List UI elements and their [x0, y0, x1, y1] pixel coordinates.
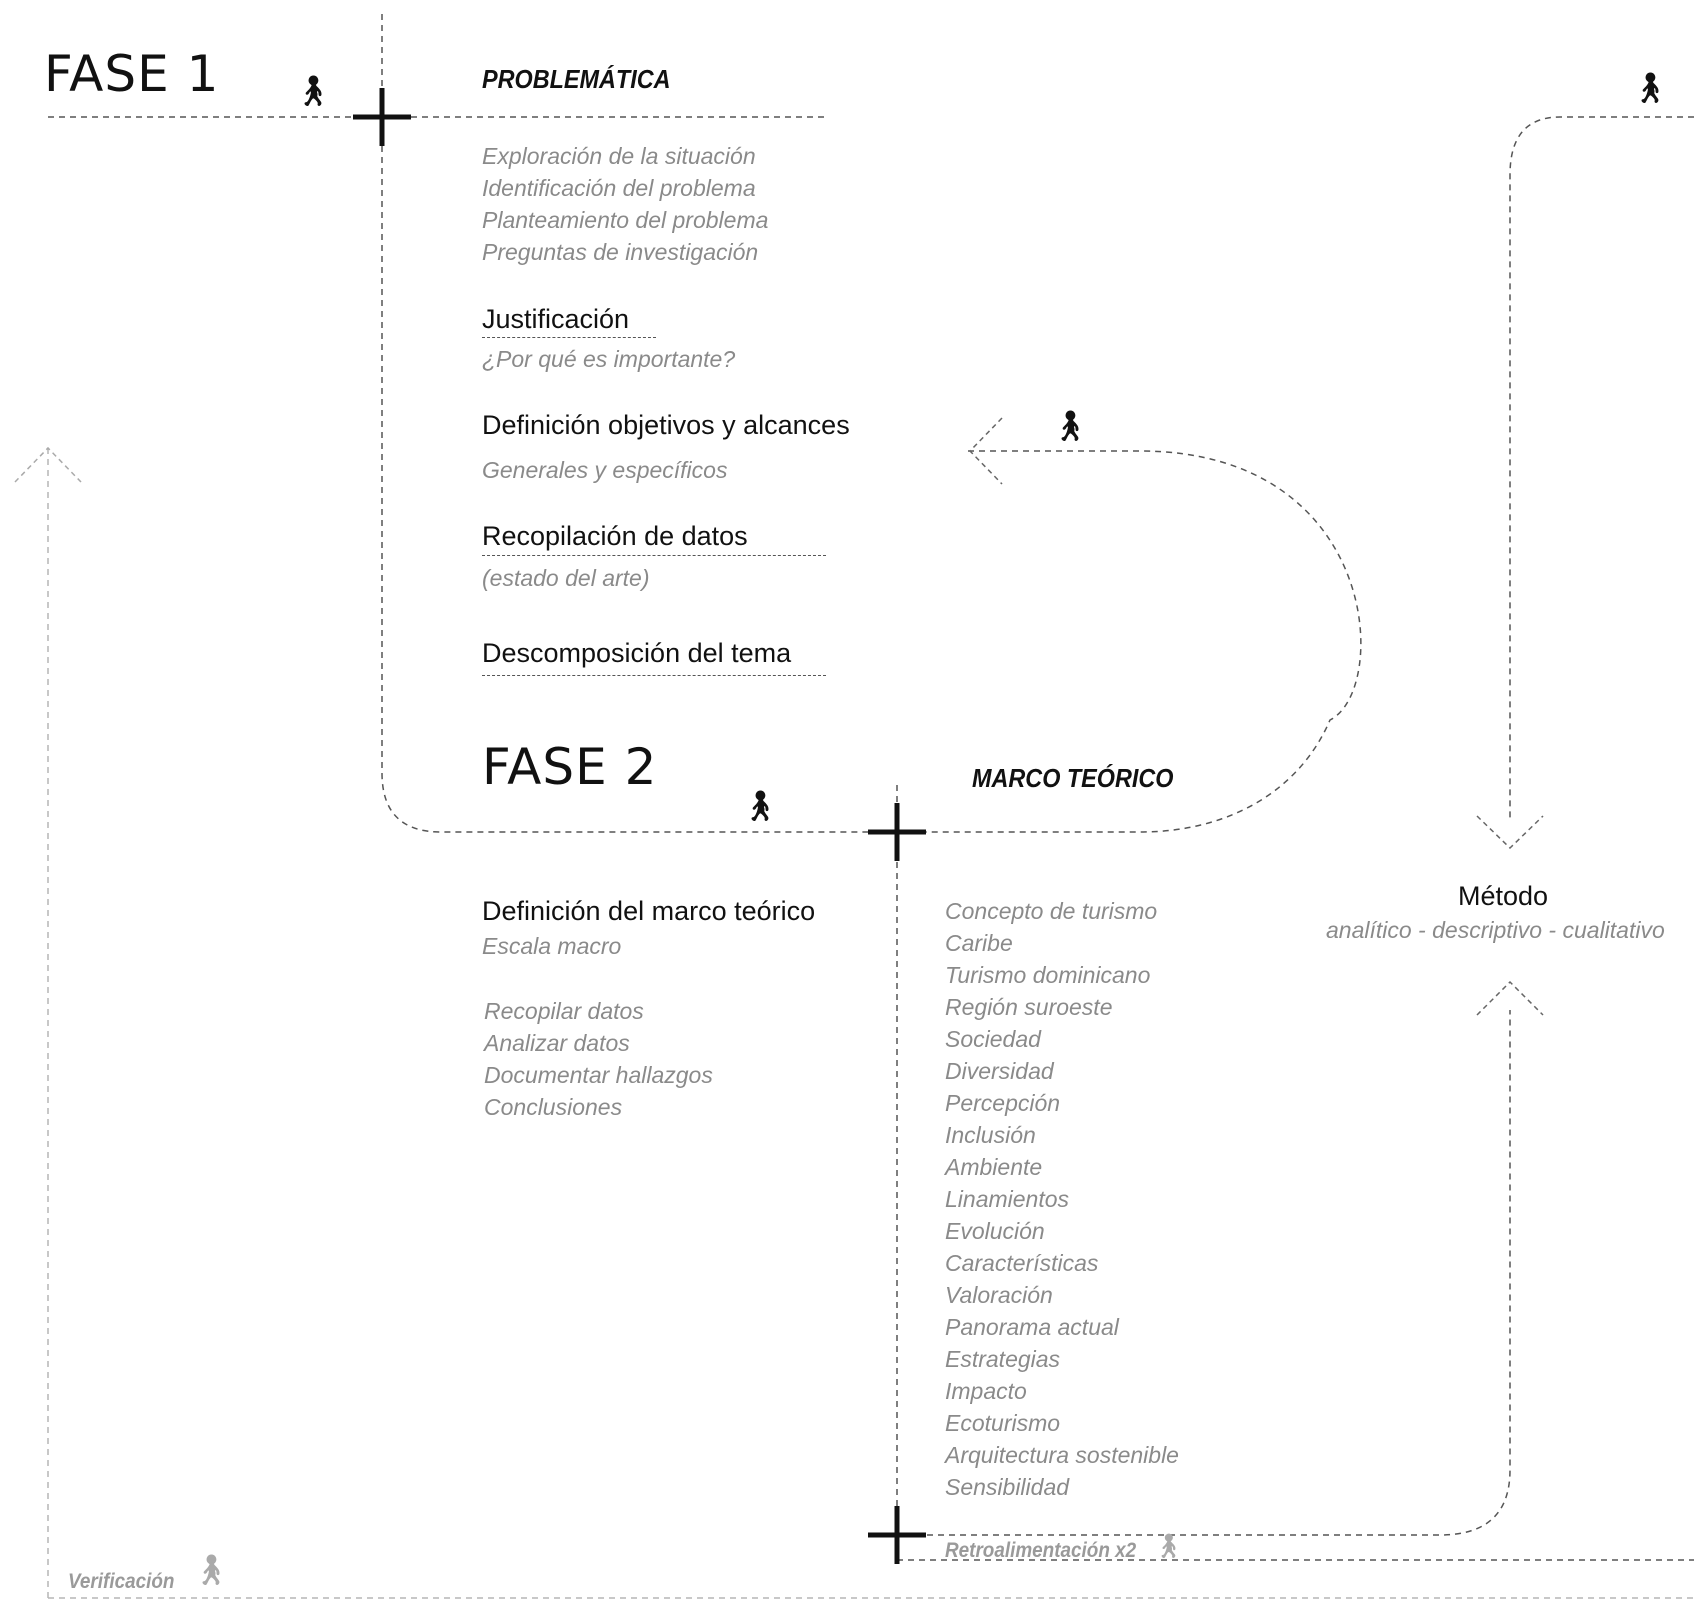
problematica-section-title: PROBLEMÁTICA	[482, 64, 671, 94]
list-item: Documentar hallazgos	[484, 1062, 713, 1088]
list-item: Estrategias	[945, 1346, 1061, 1372]
list-item: Preguntas de investigación	[482, 239, 759, 265]
walking-person-icon: 🚶︎	[1051, 409, 1090, 444]
recopilacion-subtitle: (estado del arte)	[482, 565, 650, 591]
problematica-steps: Exploración de la situación Identificaci…	[482, 140, 768, 268]
marco-tasks: Recopilar datos Analizar datos Documenta…	[484, 995, 713, 1123]
list-item: Sociedad	[945, 1026, 1041, 1052]
list-item: Valoración	[945, 1282, 1053, 1308]
fase2-title: FASE 2	[482, 738, 658, 796]
justificacion-title: Justificación	[482, 304, 656, 338]
list-item: Concepto de turismo	[945, 898, 1158, 924]
metodo-bottom-path	[905, 1010, 1511, 1536]
list-item: Región suroeste	[945, 994, 1113, 1020]
list-item: Sensibilidad	[945, 1474, 1070, 1500]
fase1-cross-marker	[353, 88, 411, 146]
list-item: Analizar datos	[484, 1030, 630, 1056]
walking-person-icon: 🚶︎	[741, 789, 780, 824]
list-item: Ecoturismo	[945, 1410, 1061, 1436]
retro-cross-marker	[868, 1506, 926, 1564]
list-item: Conclusiones	[484, 1094, 623, 1120]
metodo-subtitle: analítico - descriptivo - cualitativo	[1326, 917, 1665, 943]
retroalimentacion-label: Retroalimentación x2	[945, 1539, 1137, 1562]
list-item: Identificación del problema	[482, 175, 756, 201]
fase1-vertical-connector	[381, 14, 900, 833]
list-item: Inclusión	[945, 1122, 1036, 1148]
list-item: Impacto	[945, 1378, 1027, 1404]
verification-arrowhead	[14, 446, 82, 483]
objetivos-subtitle: Generales y específicos	[482, 457, 728, 483]
fase1-title: FASE 1	[44, 45, 220, 103]
list-item: Características	[945, 1250, 1099, 1276]
list-item: Percepción	[945, 1090, 1061, 1116]
objetivos-title: Definición objetivos y alcances	[482, 410, 850, 440]
definicion-marco-title: Definición del marco teórico	[482, 896, 816, 926]
list-item: Evolución	[945, 1218, 1045, 1244]
list-item: Arquitectura sostenible	[945, 1442, 1179, 1468]
recopilacion-title: Recopilación de datos	[482, 521, 826, 556]
justificacion-subtitle: ¿Por qué es importante?	[482, 346, 736, 372]
fase2-cross-marker	[868, 803, 926, 861]
walking-person-icon: 🚶︎	[1153, 1532, 1184, 1560]
metodo-bottom-arrowhead	[1476, 980, 1544, 1016]
definicion-marco-subtitle: Escala macro	[482, 933, 622, 959]
metodo-top-arrowhead	[1476, 815, 1544, 850]
walking-person-icon: 🚶︎	[192, 1553, 231, 1588]
feedback-loop-path	[905, 450, 1362, 833]
verificacion-label: Verificación	[68, 1570, 175, 1593]
list-item: Diversidad	[945, 1058, 1054, 1084]
marco-concepts: Concepto de turismo Caribe Turismo domin…	[945, 895, 1179, 1503]
list-item: Exploración de la situación	[482, 143, 756, 169]
list-item: Recopilar datos	[484, 998, 644, 1024]
list-item: Caribe	[945, 930, 1013, 956]
list-item: Panorama actual	[945, 1314, 1119, 1340]
list-item: Ambiente	[945, 1154, 1043, 1180]
objetivos-arrowhead	[968, 417, 1003, 485]
metodo-title: Método	[1458, 881, 1549, 911]
list-item: Turismo dominicano	[945, 962, 1151, 988]
list-item: Planteamiento del problema	[482, 207, 769, 233]
walking-person-icon: 🚶︎	[294, 74, 333, 109]
descomposicion-title: Descomposición del tema	[482, 638, 826, 676]
walking-person-icon: 🚶︎	[1631, 71, 1670, 106]
list-item: Linamientos	[945, 1186, 1070, 1212]
metodo-top-path	[1509, 116, 1694, 820]
marco-teorico-section-title: MARCO TEÓRICO	[972, 763, 1174, 793]
